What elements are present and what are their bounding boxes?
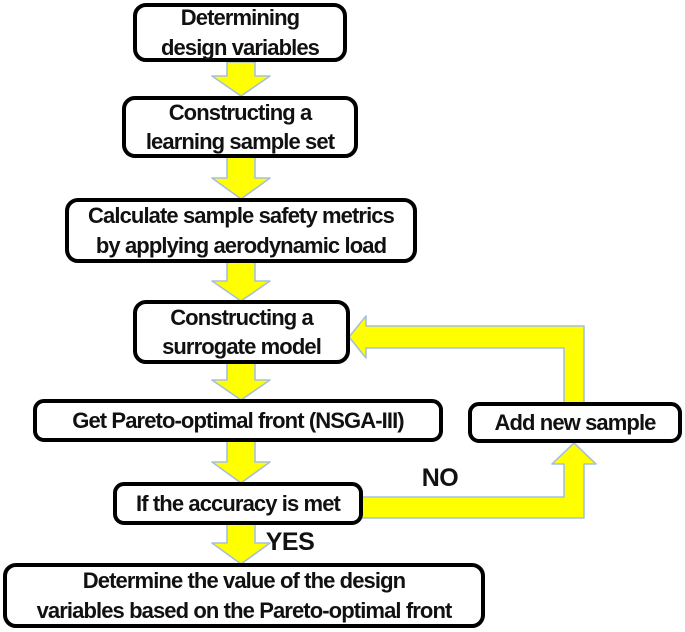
node-get-pareto-optimal-front: Get Pareto-optimal front (NSGA-III) [33,399,443,442]
edge-label-yes: YES [265,528,315,556]
edge-label-no: NO [421,464,459,492]
node-determine-design-variable-values: Determine the value of the design variab… [3,563,485,628]
node-determining-design-variables: Determining design variables [133,3,347,62]
arrow-step-1-down-icon [211,61,271,97]
node-calculate-sample-safety-metrics: Calculate sample safety metrics by apply… [65,198,417,263]
arrow-step-4-down-icon [211,362,271,401]
node-add-new-sample: Add new sample [468,402,682,443]
node-if-accuracy-is-met: If the accuracy is met [113,482,363,525]
arrow-step-5-down-icon [211,440,271,484]
arrow-step-6-down-yes-icon [211,523,271,565]
arrow-step-3-down-icon [211,261,271,302]
node-constructing-surrogate-model: Constructing a surrogate model [133,300,350,364]
arrow-no-branch-icon [357,442,597,519]
arrow-return-loop-icon [348,315,585,405]
node-constructing-learning-sample-set: Constructing a learning sample set [122,96,358,158]
arrow-step-2-down-icon [211,156,271,200]
